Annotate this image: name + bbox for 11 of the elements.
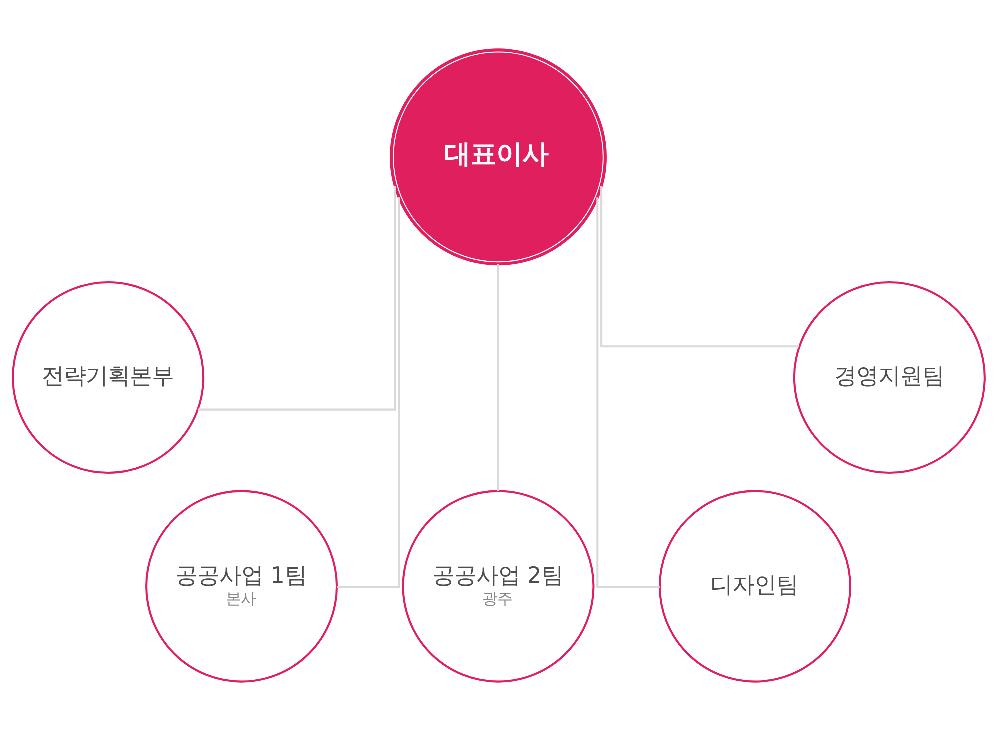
node-circle: 디자인팀 xyxy=(658,490,851,682)
connector xyxy=(600,185,799,348)
connector xyxy=(198,186,396,410)
node-circle: 전략기획본부 xyxy=(12,280,204,474)
connector xyxy=(496,264,499,491)
connector xyxy=(336,197,400,588)
node-circle: 공공사업 2팀 광주 xyxy=(402,490,594,682)
node-circle: 경영지원팀 xyxy=(792,280,986,474)
node-circle: 공공사업 1팀 본사 xyxy=(145,490,338,682)
connector xyxy=(596,197,660,588)
node-circle: 대표이사 xyxy=(390,48,606,266)
